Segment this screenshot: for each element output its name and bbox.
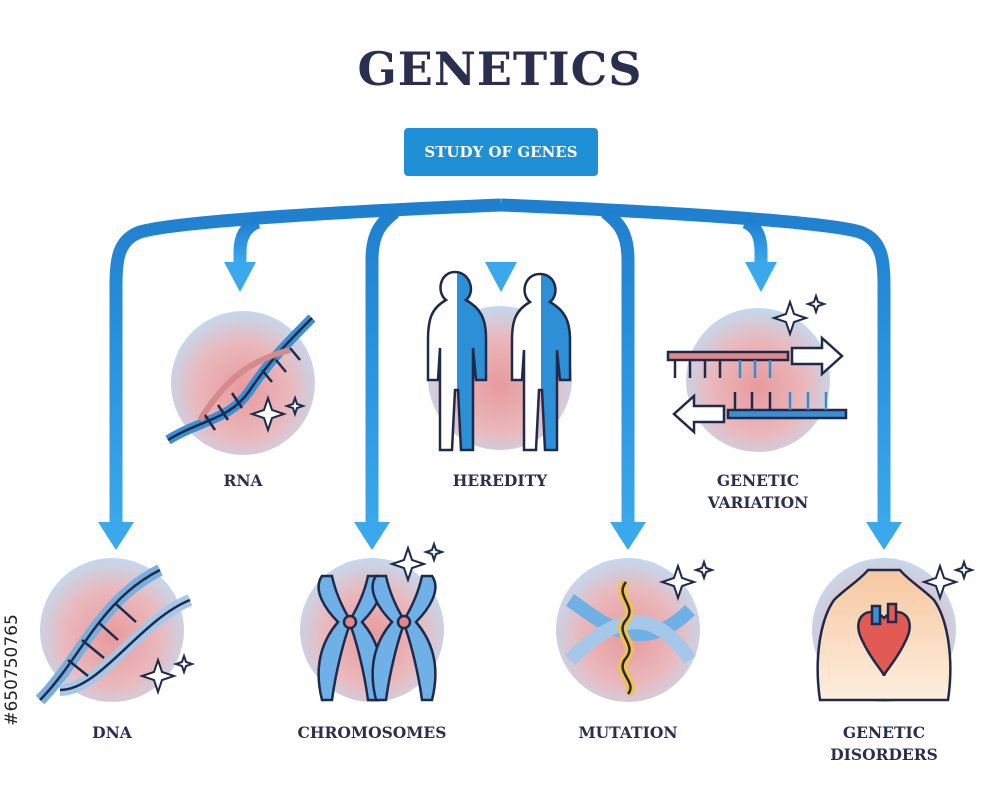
- dna-variation-arrows-icon: [666, 335, 848, 435]
- arrowhead-heredity: [485, 262, 517, 292]
- arrowhead-dna: [98, 522, 134, 550]
- diagram-title: GENETICS: [357, 42, 643, 96]
- stock-id-vertical: #650750765: [0, 560, 28, 780]
- branch-rna: [233, 215, 261, 262]
- arrowhead-mutation: [610, 522, 646, 550]
- dna-double-helix-icon: [35, 564, 193, 705]
- arrowhead-variation: [745, 262, 777, 292]
- stock-id-text: #650750765: [2, 614, 22, 726]
- label-genetic-variation: GENETIC VARIATION: [707, 471, 809, 512]
- branch-mutation: [600, 206, 635, 524]
- chromosomes-icon: [317, 574, 437, 702]
- label-dna: DNA: [92, 723, 132, 742]
- connector-arrows: [109, 176, 891, 524]
- label-chromosomes: CHROMOSOMES: [297, 723, 447, 742]
- branch-variation: [742, 215, 768, 262]
- root-node-study-of-genes: STUDY OF GENES: [404, 128, 598, 176]
- branch-chromosomes: [365, 206, 400, 524]
- circle-variation: [686, 308, 830, 452]
- rna-strand-icon: [165, 314, 316, 445]
- mutation-icon: [565, 579, 696, 697]
- branch-right: [500, 198, 891, 524]
- sparkle-icon-variation: [770, 292, 828, 338]
- sparkle-icon-chromosomes: [388, 540, 446, 584]
- label-rna: RNA: [223, 471, 263, 490]
- root-node-label: STUDY OF GENES: [424, 143, 578, 161]
- branch-left: [109, 198, 502, 524]
- heart-torso-icon: [816, 568, 952, 702]
- sparkle-icon-disorders: [920, 558, 976, 602]
- parent-child-silhouettes-icon: [426, 270, 572, 452]
- label-heredity: HEREDITY: [452, 471, 548, 490]
- sparkle-icon-rna: [248, 394, 307, 434]
- arrowhead-chromosomes: [354, 522, 390, 550]
- arrowhead-rna: [224, 262, 256, 292]
- arrowheads: [98, 262, 902, 550]
- sparkle-icon-mutation: [658, 558, 716, 602]
- sparkle-icon-dna: [138, 652, 196, 696]
- label-mutation: MUTATION: [578, 723, 678, 742]
- arrowhead-disorders: [866, 522, 902, 550]
- label-genetic-disorders: GENETIC DISORDERS: [830, 723, 938, 764]
